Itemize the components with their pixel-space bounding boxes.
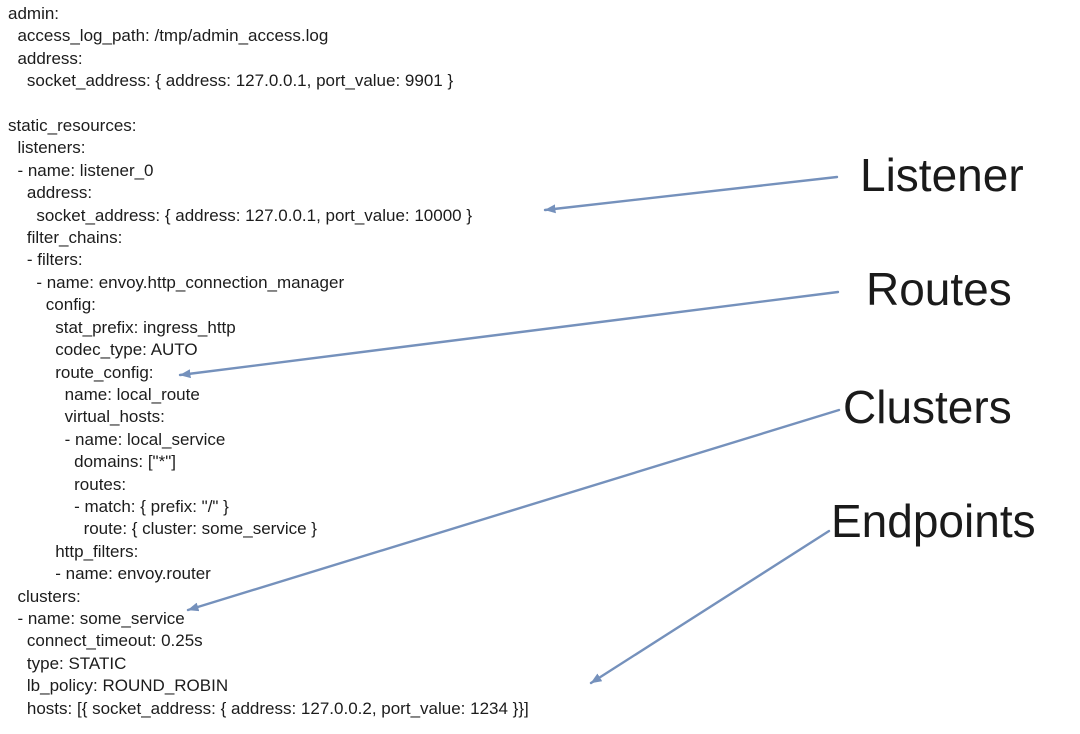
callout-label-routes: Routes: [866, 263, 1012, 315]
callout-label-clusters: Clusters: [843, 381, 1012, 433]
envoy-config-code: admin: access_log_path: /tmp/admin_acces…: [8, 4, 529, 718]
callout-label-listener: Listener: [860, 149, 1024, 201]
callout-label-endpoints: Endpoints: [831, 495, 1036, 547]
callout-arrow-listener: [543, 175, 839, 214]
callout-arrow-endpoints: [589, 529, 831, 685]
